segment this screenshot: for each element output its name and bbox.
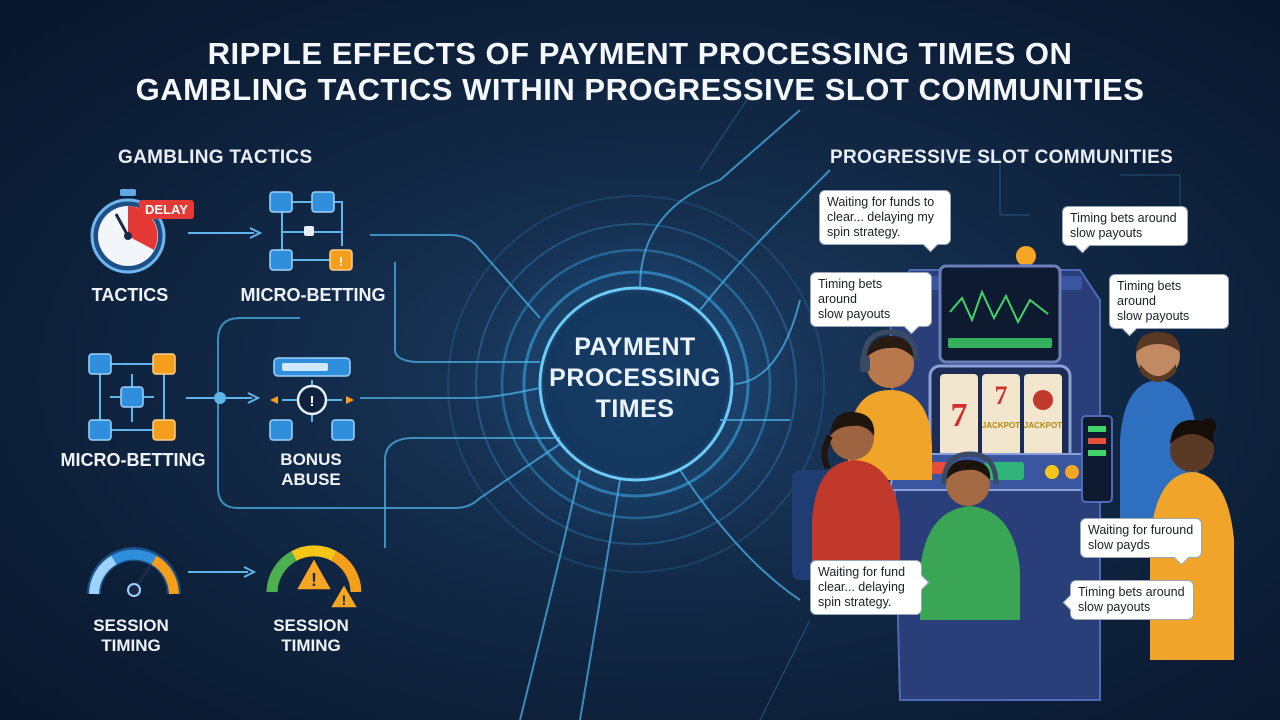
flowchart-icon: !	[269, 191, 353, 271]
slot-machine-scene: 7 7 JACKPOT JACKPOT	[792, 246, 1234, 701]
speech-bubble-3: Timing bets around slow payouts	[810, 272, 932, 327]
bubble-3-line1: Timing bets around	[818, 277, 883, 306]
node-label-session-timing-right: SESSION TIMING	[246, 616, 376, 656]
svg-text:!: !	[339, 254, 343, 269]
hub-line2: PROCESSING	[549, 364, 721, 392]
side-display	[1081, 415, 1113, 503]
bubble-1-line1: Waiting for funds to	[827, 195, 935, 209]
title-line-2: GAMBLING TACTICS WITHIN PROGRESSIVE SLOT…	[135, 72, 1145, 107]
session-timing-right-line2: TIMING	[281, 636, 341, 655]
title-line-1: RIPPLE EFFECTS OF PAYMENT PROCESSING TIM…	[207, 36, 1073, 71]
bubble-7-line2: slow payouts	[1078, 600, 1151, 614]
session-timing-right-line1: SESSION	[273, 616, 349, 635]
bubble-4-line2: slow payouts	[1117, 309, 1190, 323]
speech-bubble-5: Waiting for furound slow payds	[1080, 518, 1202, 558]
svg-text:!: !	[311, 570, 317, 590]
node-label-micro-betting-top: MICRO-BETTING	[240, 285, 386, 305]
machine-light	[1016, 246, 1036, 266]
svg-text:7: 7	[951, 397, 968, 434]
node-label-micro-betting-left: MICRO-BETTING	[60, 450, 206, 470]
hub-label: PAYMENT PROCESSING TIMES	[535, 332, 735, 425]
arrow-right-icon-2	[188, 566, 257, 578]
gambling-tactics-heading: GAMBLING TACTICS	[118, 147, 313, 168]
speech-bubble-6: Waiting for fund clear... delaying spin …	[810, 560, 922, 615]
speech-bubble-7: Timing bets around slow payouts	[1070, 580, 1194, 620]
delay-badge: DELAY	[139, 200, 194, 219]
session-timing-left-line1: SESSION	[93, 616, 169, 635]
svg-text:!: !	[342, 592, 347, 608]
node-label-bonus-abuse: BONUS ABUSE	[246, 450, 376, 490]
player-yellow-hoodie	[848, 329, 932, 480]
flow-lines	[217, 109, 831, 720]
hub-line3: TIMES	[595, 395, 675, 423]
arrow-right-icon	[188, 227, 263, 239]
hub-line1: PAYMENT	[574, 333, 696, 361]
bubble-1-line3: spin strategy.	[827, 225, 901, 239]
node-label-session-timing-left: SESSION TIMING	[66, 616, 196, 656]
node-label-tactics: TACTICS	[91, 285, 169, 305]
speedometer-icon	[87, 547, 181, 597]
slot-communities-heading: PROGRESSIVE SLOT COMMUNITIES	[830, 147, 1174, 168]
bubble-1-line2: clear... delaying my	[827, 210, 934, 224]
bubble-2-line1: Timing bets around	[1070, 211, 1177, 225]
speech-bubble-4: Timing bets around slow payouts	[1109, 274, 1229, 329]
speech-bubble-1: Waiting for funds to clear... delaying m…	[819, 190, 951, 245]
bubble-5-line1: Waiting for furound	[1088, 523, 1194, 537]
player-green-shirt	[920, 451, 1020, 620]
bubble-2-line2: slow payouts	[1070, 226, 1143, 240]
warning-gauge-icon: ! !	[266, 545, 362, 609]
bubble-3-line2: slow payouts	[818, 307, 891, 321]
bubble-6-line3: spin strategy.	[818, 595, 892, 609]
hub-rings	[447, 195, 825, 573]
svg-text:!: !	[310, 393, 315, 410]
svg-text:7: 7	[995, 381, 1008, 410]
session-timing-left-line2: TIMING	[101, 636, 161, 655]
speech-bubble-2: Timing bets around slow payouts	[1062, 206, 1188, 246]
bonus-abuse-icon: !	[269, 357, 355, 441]
bubble-6-line2: clear... delaying	[818, 580, 905, 594]
bubble-4-line1: Timing bets around	[1117, 279, 1182, 308]
bonus-abuse-line1: BONUS	[280, 450, 342, 469]
player-red-shirt	[812, 411, 900, 570]
reel-word-2: JACKPOT	[1024, 421, 1062, 430]
bubble-6-line1: Waiting for fund	[818, 565, 906, 579]
hub-core	[544, 292, 728, 476]
bubble-7-line1: Timing bets around	[1078, 585, 1185, 599]
bubble-5-line2: slow payds	[1088, 538, 1150, 552]
bonus-abuse-line2: ABUSE	[281, 470, 341, 489]
junction-arrow-icon	[186, 392, 261, 404]
decision-grid-icon	[88, 353, 176, 441]
reel-word-1: JACKPOT	[982, 421, 1020, 430]
